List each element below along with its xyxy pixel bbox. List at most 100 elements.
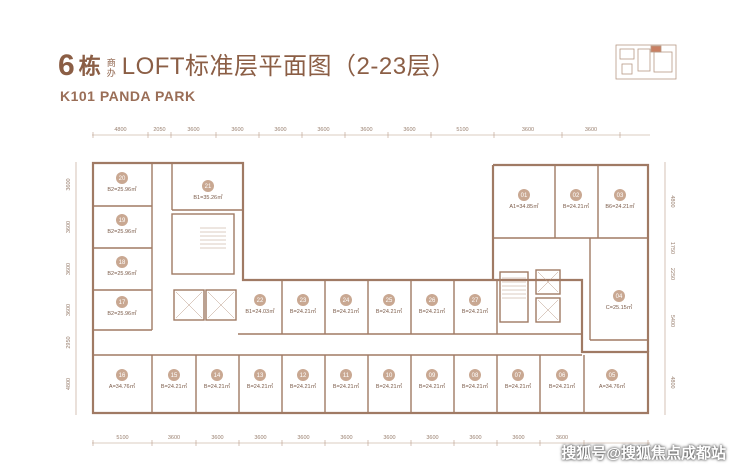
bottom-dimension-label: 3600 <box>168 435 180 441</box>
room-area: B2=25.96㎡ <box>107 309 137 317</box>
room-number-bubble <box>116 256 128 268</box>
room-label-14: 14B=24.21㎡ <box>204 369 231 390</box>
key-plan-thumbnail <box>615 44 677 80</box>
room-label-08: 08B=24.21㎡ <box>462 369 489 390</box>
room-area: A=34.76㎡ <box>599 382 626 390</box>
room-area: C=25.15㎡ <box>606 303 633 311</box>
room-area: B2=25.96㎡ <box>107 269 137 277</box>
room-area: B2=25.96㎡ <box>107 185 137 193</box>
room-number-bubble <box>613 290 625 302</box>
page-title: LOFT标准层平面图（2-23层） <box>121 53 456 80</box>
room-number: 17 <box>119 300 126 306</box>
bottom-dimension-label: 3600 <box>340 435 352 441</box>
room-number-bubble <box>116 369 128 381</box>
room-number: 11 <box>343 373 350 379</box>
room-label-09: 09B=24.21㎡ <box>419 369 446 390</box>
room-number-bubble <box>254 294 266 306</box>
walls <box>91 161 650 415</box>
bottom-dimension-label: 3600 <box>556 435 568 441</box>
room-number: 10 <box>386 373 393 379</box>
room-number: 09 <box>429 373 436 379</box>
room-number-bubble <box>469 294 481 306</box>
title-small-bottom: 办 <box>106 68 116 78</box>
top-dimension-label: 3600 <box>522 127 534 133</box>
bottom-dimension-label: 3600 <box>426 435 438 441</box>
room-number-bubble <box>556 369 568 381</box>
room-number-bubble <box>297 294 309 306</box>
room-label-02: 02B=24.21㎡ <box>563 189 590 210</box>
stairs <box>175 227 559 321</box>
room-number-bubble <box>168 369 180 381</box>
room-area: B1=24.03㎡ <box>245 307 275 315</box>
room-area: B=24.21㎡ <box>161 382 188 390</box>
room-area: B=24.21㎡ <box>204 382 231 390</box>
title-building-number: 6 <box>58 49 75 82</box>
room-number: 08 <box>472 373 479 379</box>
room-label-11: 11B=24.21㎡ <box>333 369 360 390</box>
bottom-dimension-label: 3600 <box>297 435 309 441</box>
room-label-24: 24B=24.21㎡ <box>333 294 360 315</box>
room-number: 06 <box>559 373 566 379</box>
room-number: 19 <box>119 218 126 224</box>
left-dimension-label: 3600 <box>66 304 72 316</box>
room-number-bubble <box>426 369 438 381</box>
room-area: B=24.21㎡ <box>333 307 360 315</box>
room-number: 02 <box>573 193 580 199</box>
room-number: 04 <box>616 294 623 300</box>
room-number: 05 <box>609 373 616 379</box>
title-unit-word: 栋 <box>78 54 101 79</box>
room-number-bubble <box>116 214 128 226</box>
room-label-04: 04C=25.15㎡ <box>606 290 633 311</box>
room-number: 22 <box>257 298 264 304</box>
top-dimension-label: 3600 <box>585 127 597 133</box>
room-number-bubble <box>518 189 530 201</box>
left-dimension-label: 2950 <box>66 336 72 348</box>
room-area: B=24.21㎡ <box>505 382 532 390</box>
room-area: B=24.21㎡ <box>462 382 489 390</box>
right-dimension-label: 4800 <box>669 376 675 388</box>
room-area: A=34.76㎡ <box>109 382 136 390</box>
room-label-07: 07B=24.21㎡ <box>505 369 532 390</box>
room-number-bubble <box>116 296 128 308</box>
right-dimension-label: 1750 <box>669 242 675 254</box>
title-row: 6 栋 商 办 LOFT标准层平面图（2-23层） <box>58 49 456 82</box>
left-dimension-label: 3600 <box>66 263 72 275</box>
right-dimension-label: 2250 <box>669 268 675 280</box>
project-subtitle: K101 PANDA PARK <box>60 88 196 104</box>
right-dimension-label: 4800 <box>669 195 675 207</box>
room-number: 27 <box>472 298 479 304</box>
room-number: 18 <box>119 260 126 266</box>
bottom-dimension-label: 3600 <box>211 435 223 441</box>
room-label-25: 25B=24.21㎡ <box>376 294 403 315</box>
watermark: 搜狐号@搜狐焦点成都站 <box>561 445 726 462</box>
room-area: B1=35.26㎡ <box>193 193 223 201</box>
room-label-06: 06B=24.21㎡ <box>549 369 576 390</box>
top-dimension-label: 3600 <box>403 127 415 133</box>
top-dimension-label: 3600 <box>360 127 372 133</box>
room-number-bubble <box>340 294 352 306</box>
left-dimension-label: 4800 <box>66 378 72 390</box>
top-dimension-label: 3600 <box>274 127 286 133</box>
room-area: B=24.21㎡ <box>333 382 360 390</box>
bottom-dimension-label: 3600 <box>254 435 266 441</box>
top-dimension-label: 3600 <box>231 127 243 133</box>
room-area: B2=25.96㎡ <box>107 227 137 235</box>
bottom-dimension-label: 3600 <box>512 435 524 441</box>
room-area: B=24.21㎡ <box>290 307 317 315</box>
title-small-stack: 商 办 <box>107 58 116 78</box>
room-number-bubble <box>570 189 582 201</box>
room-area: B=24.21㎡ <box>419 307 446 315</box>
room-area: B=24.21㎡ <box>376 307 403 315</box>
room-area: B6=24.21㎡ <box>605 202 635 210</box>
room-area: B=24.21㎡ <box>419 382 446 390</box>
room-number: 21 <box>205 184 212 190</box>
room-label-16: 16A=34.76㎡ <box>109 369 136 390</box>
